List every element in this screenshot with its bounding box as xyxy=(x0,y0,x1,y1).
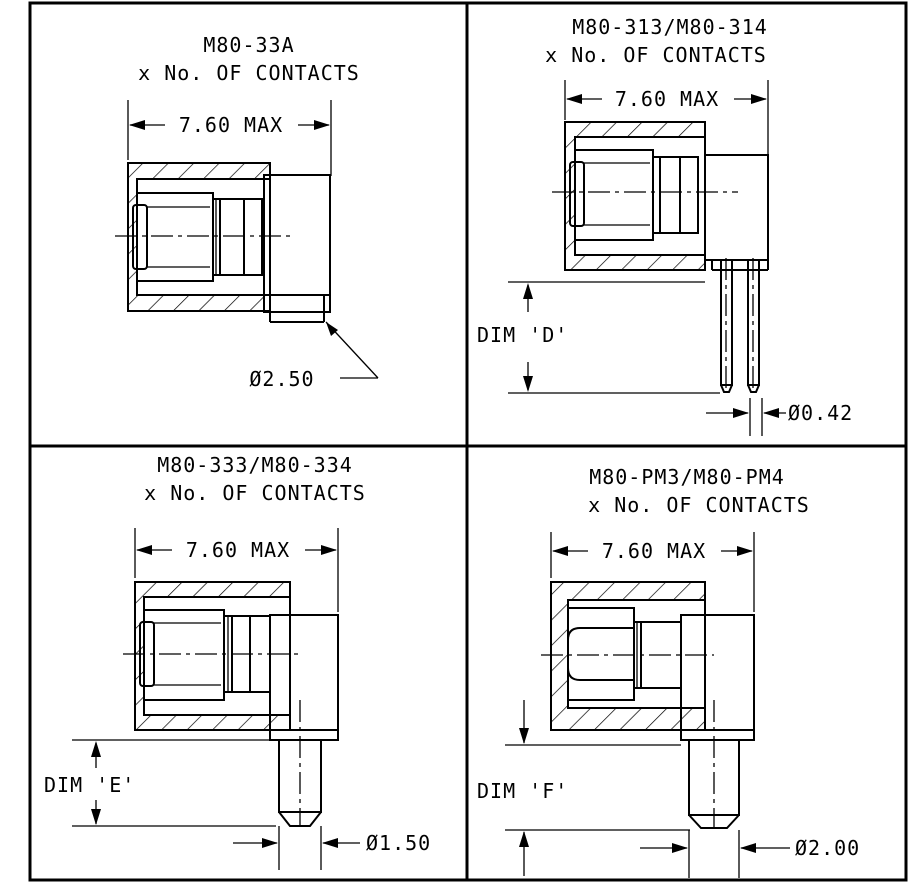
width-dimension: 7.60 MAX xyxy=(602,539,706,563)
panel-title: M80-PM3/M80-PM4 xyxy=(589,465,785,489)
panel-subtitle: x No. OF CONTACTS xyxy=(588,493,810,517)
diameter-dimension: Ø1.50 xyxy=(366,831,431,855)
diameter-dimension: Ø0.42 xyxy=(788,401,853,425)
dim-label: DIM 'F' xyxy=(477,779,568,803)
dim-label: DIM 'D' xyxy=(477,323,568,347)
panel-m80-33a: M80-33A x No. OF CONTACTS 7.60 MAX xyxy=(115,33,379,391)
diameter-dimension: Ø2.50 xyxy=(249,367,314,391)
diameter-dimension: Ø2.00 xyxy=(795,836,860,860)
panel-title: M80-313/M80-314 xyxy=(572,15,768,39)
panel-subtitle: x No. OF CONTACTS xyxy=(138,61,360,85)
width-dimension: 7.60 MAX xyxy=(615,87,719,111)
panel-subtitle: x No. OF CONTACTS xyxy=(545,43,767,67)
width-dimension: 7.60 MAX xyxy=(179,113,283,137)
dim-label: DIM 'E' xyxy=(44,773,135,797)
panel-title: M80-33A xyxy=(203,33,294,57)
panel-subtitle: x No. OF CONTACTS xyxy=(144,481,366,505)
panel-title: M80-333/M80-334 xyxy=(157,453,353,477)
panel-m80-333: M80-333/M80-334 x No. OF CONTACTS 7.60 M… xyxy=(44,453,431,870)
width-dimension: 7.60 MAX xyxy=(186,538,290,562)
panel-m80-313: M80-313/M80-314 x No. OF CONTACTS 7.60 M… xyxy=(477,15,853,436)
panel-m80-pm3: M80-PM3/M80-PM4 x No. OF CONTACTS 7.60 M… xyxy=(477,465,860,878)
